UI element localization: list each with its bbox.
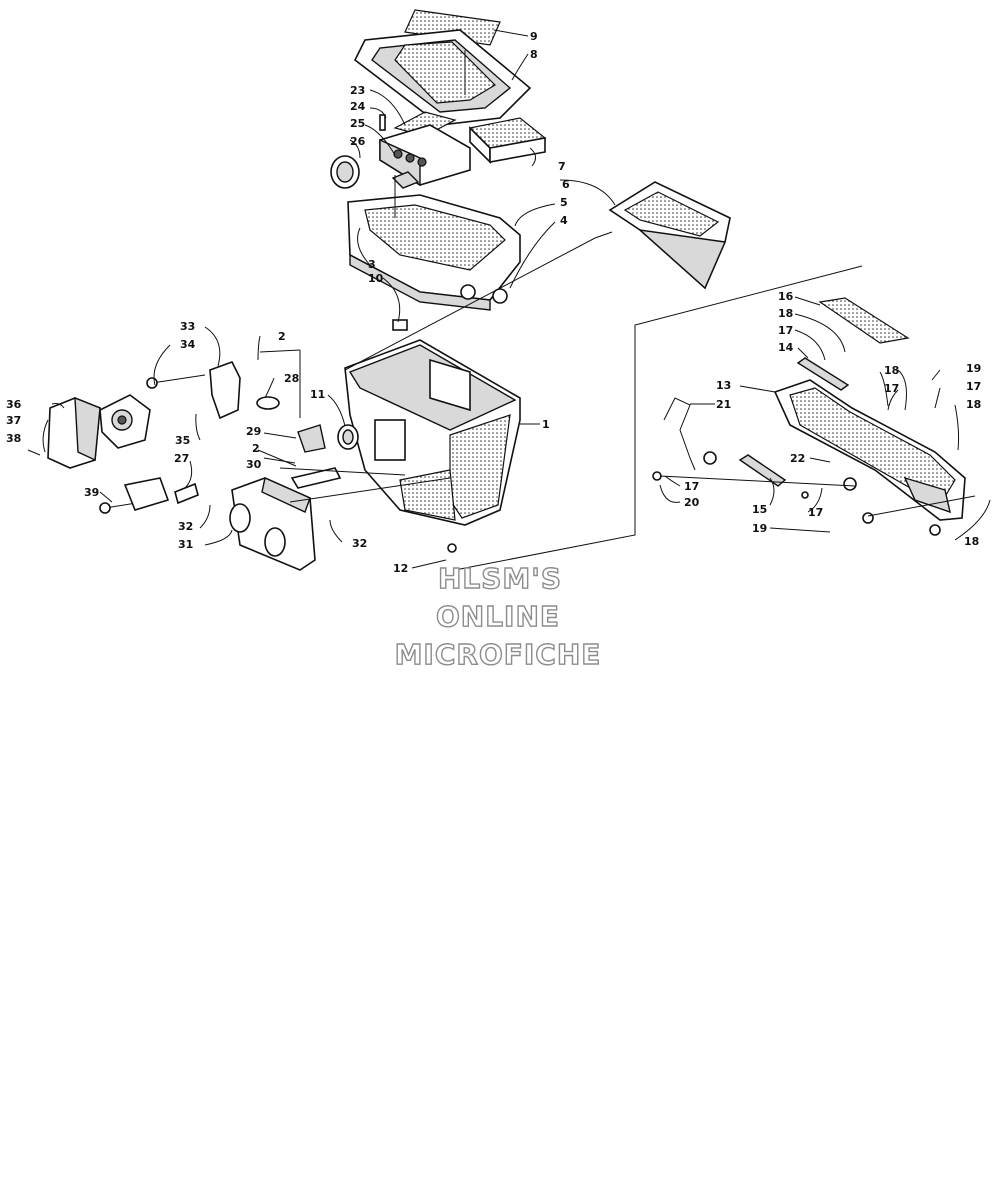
filter-screen-9 [404,9,501,46]
callout-34: 34 [180,338,196,351]
callout-labels: 9 8 7 6 5 4 3 10 23 24 25 26 1 11 12 33 … [6,30,981,575]
callout-25: 25 [350,117,365,130]
silencer-31 [229,477,316,571]
callout-17a: 17 [778,324,793,337]
intake-duct-6 [608,181,731,290]
callout-10: 10 [368,272,384,285]
callout-35: 35 [175,434,190,447]
callout-32b: 32 [352,537,367,550]
callout-2b: 2 [252,442,260,455]
boot-11 [337,424,359,450]
callout-9: 9 [530,30,538,43]
callout-5: 5 [560,196,568,209]
callout-32a: 32 [178,520,193,533]
callout-7: 7 [558,160,566,173]
callout-18c: 18 [966,398,981,411]
clip-15 [738,454,787,487]
callout-8: 8 [530,48,538,61]
callout-29: 29 [246,425,261,438]
callout-17c: 17 [966,380,981,393]
callout-18a: 18 [778,307,793,320]
bracket-33 [209,361,241,420]
airbox-housing-1 [344,339,521,553]
callout-21: 21 [716,398,731,411]
filter-element-7 [468,117,547,164]
callout-22: 22 [790,452,805,465]
callout-27: 27 [174,452,189,465]
bracket-29 [297,424,326,453]
callout-16: 16 [778,290,794,303]
callout-30: 30 [246,458,262,471]
carburetor-body [99,394,151,449]
callout-23: 23 [350,84,365,97]
bolt-10 [392,319,408,331]
callout-13: 13 [716,379,731,392]
strap-14 [796,357,850,391]
callout-2a: 2 [278,330,286,343]
callout-3: 3 [368,258,376,271]
connection-lines [259,50,976,571]
callout-15: 15 [752,503,767,516]
callout-17b: 17 [884,382,899,395]
bracket-30 [290,467,342,489]
callout-36: 36 [6,398,22,411]
callout-18b: 18 [884,364,899,377]
callout-38: 38 [6,432,21,445]
callout-4: 4 [560,214,568,227]
gasket-16 [818,297,910,344]
callout-11: 11 [310,388,325,401]
watermark-line-3: MICROFICHE [395,638,602,671]
callout-19b: 19 [752,522,767,535]
airbox-tray-5 [347,194,521,311]
callout-31: 31 [178,538,193,551]
callout-33: 33 [180,320,195,333]
callout-20: 20 [684,496,700,509]
callout-17e: 17 [808,506,823,519]
plate-24 [379,114,420,189]
spacer-27 [174,482,199,505]
callout-28: 28 [284,372,299,385]
grommets-right [652,451,941,536]
cover-36 [47,396,101,469]
callout-24: 24 [350,100,366,113]
link-rod-21 [663,397,696,471]
callout-17d: 17 [684,480,699,493]
watermark-line-2: ONLINE [436,600,560,633]
callout-19a: 19 [966,362,981,375]
callout-26: 26 [350,135,366,148]
clamp-28 [256,396,280,410]
watermark: HLSM'S ONLINE MICROFICHE [394,561,602,671]
airbox-lid-8 [353,29,532,126]
callout-18d: 18 [964,535,979,548]
grommet-26 [330,155,360,189]
watermark-line-1: HLSM'S [438,562,562,595]
callout-37: 37 [6,414,21,427]
bolt-39 [99,477,170,514]
leader-lines [27,29,991,569]
callout-12: 12 [393,562,408,575]
callout-6: 6 [562,178,570,191]
callout-39: 39 [84,486,99,499]
intake-silencer-25 [379,124,471,187]
bolt-34 [146,374,206,389]
callout-14: 14 [778,341,794,354]
callout-1: 1 [542,418,550,431]
